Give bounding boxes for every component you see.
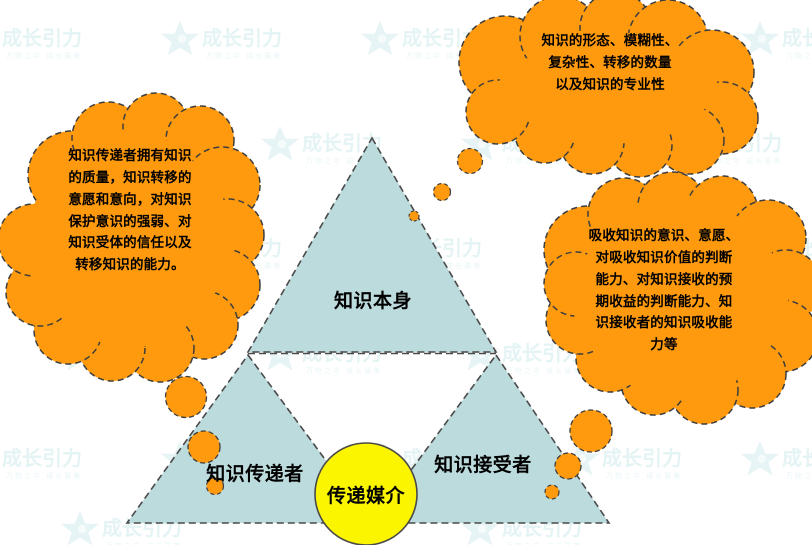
cloud-label-knowledge-receiver: 吸收知识的意识、意愿、 对吸收知识价值的判断 能力、对知识接收的预 期收益的判断…: [588, 228, 740, 354]
cloud-label-knowledge-sender: 知识传递者拥有知识 的质量，知识转移的 意愿和意向，对知识 保护意识的强弱、对 …: [68, 148, 192, 274]
cloud-shape-knowledge-receiver[interactable]: [543, 171, 812, 425]
pyramid-bottom-left-tier-label: 知识传递者: [206, 463, 304, 485]
trail-dot: [205, 476, 225, 496]
trail-dot: [187, 430, 221, 464]
cloud-shape-knowledge-sender[interactable]: [0, 92, 265, 383]
cloud-label-knowledge-itself: 知识的形态、模糊性、 复杂性、转移的数量 以及知识的专业性: [541, 33, 679, 93]
trail-dot: [456, 147, 484, 175]
trail-dot: [408, 210, 420, 222]
trail-dot: [544, 484, 560, 500]
trail-dot: [164, 375, 208, 419]
trail-dot: [569, 409, 613, 453]
trail-dots-top-cloud: [408, 147, 484, 222]
transfer-medium-hub-circle[interactable]: [314, 442, 418, 545]
pyramid-bottom-right-tier[interactable]: [370, 353, 611, 524]
cloud-shape-knowledge-itself[interactable]: [458, 0, 759, 178]
trail-dot: [554, 452, 582, 480]
pyramid-group[interactable]: [125, 136, 611, 524]
transfer-medium-hub-label: 传递媒介: [326, 485, 405, 507]
trail-dots-left-cloud: [164, 375, 225, 496]
pyramid-top-tier[interactable]: [246, 136, 498, 353]
pyramid-bottom-left-tier[interactable]: [125, 353, 374, 524]
trail-dots-right-cloud: [544, 409, 613, 500]
pyramid-top-tier-label: 知识本身: [333, 290, 412, 312]
pyramid-bottom-right-tier-label: 知识接受者: [434, 454, 532, 476]
trail-dot: [432, 182, 452, 202]
